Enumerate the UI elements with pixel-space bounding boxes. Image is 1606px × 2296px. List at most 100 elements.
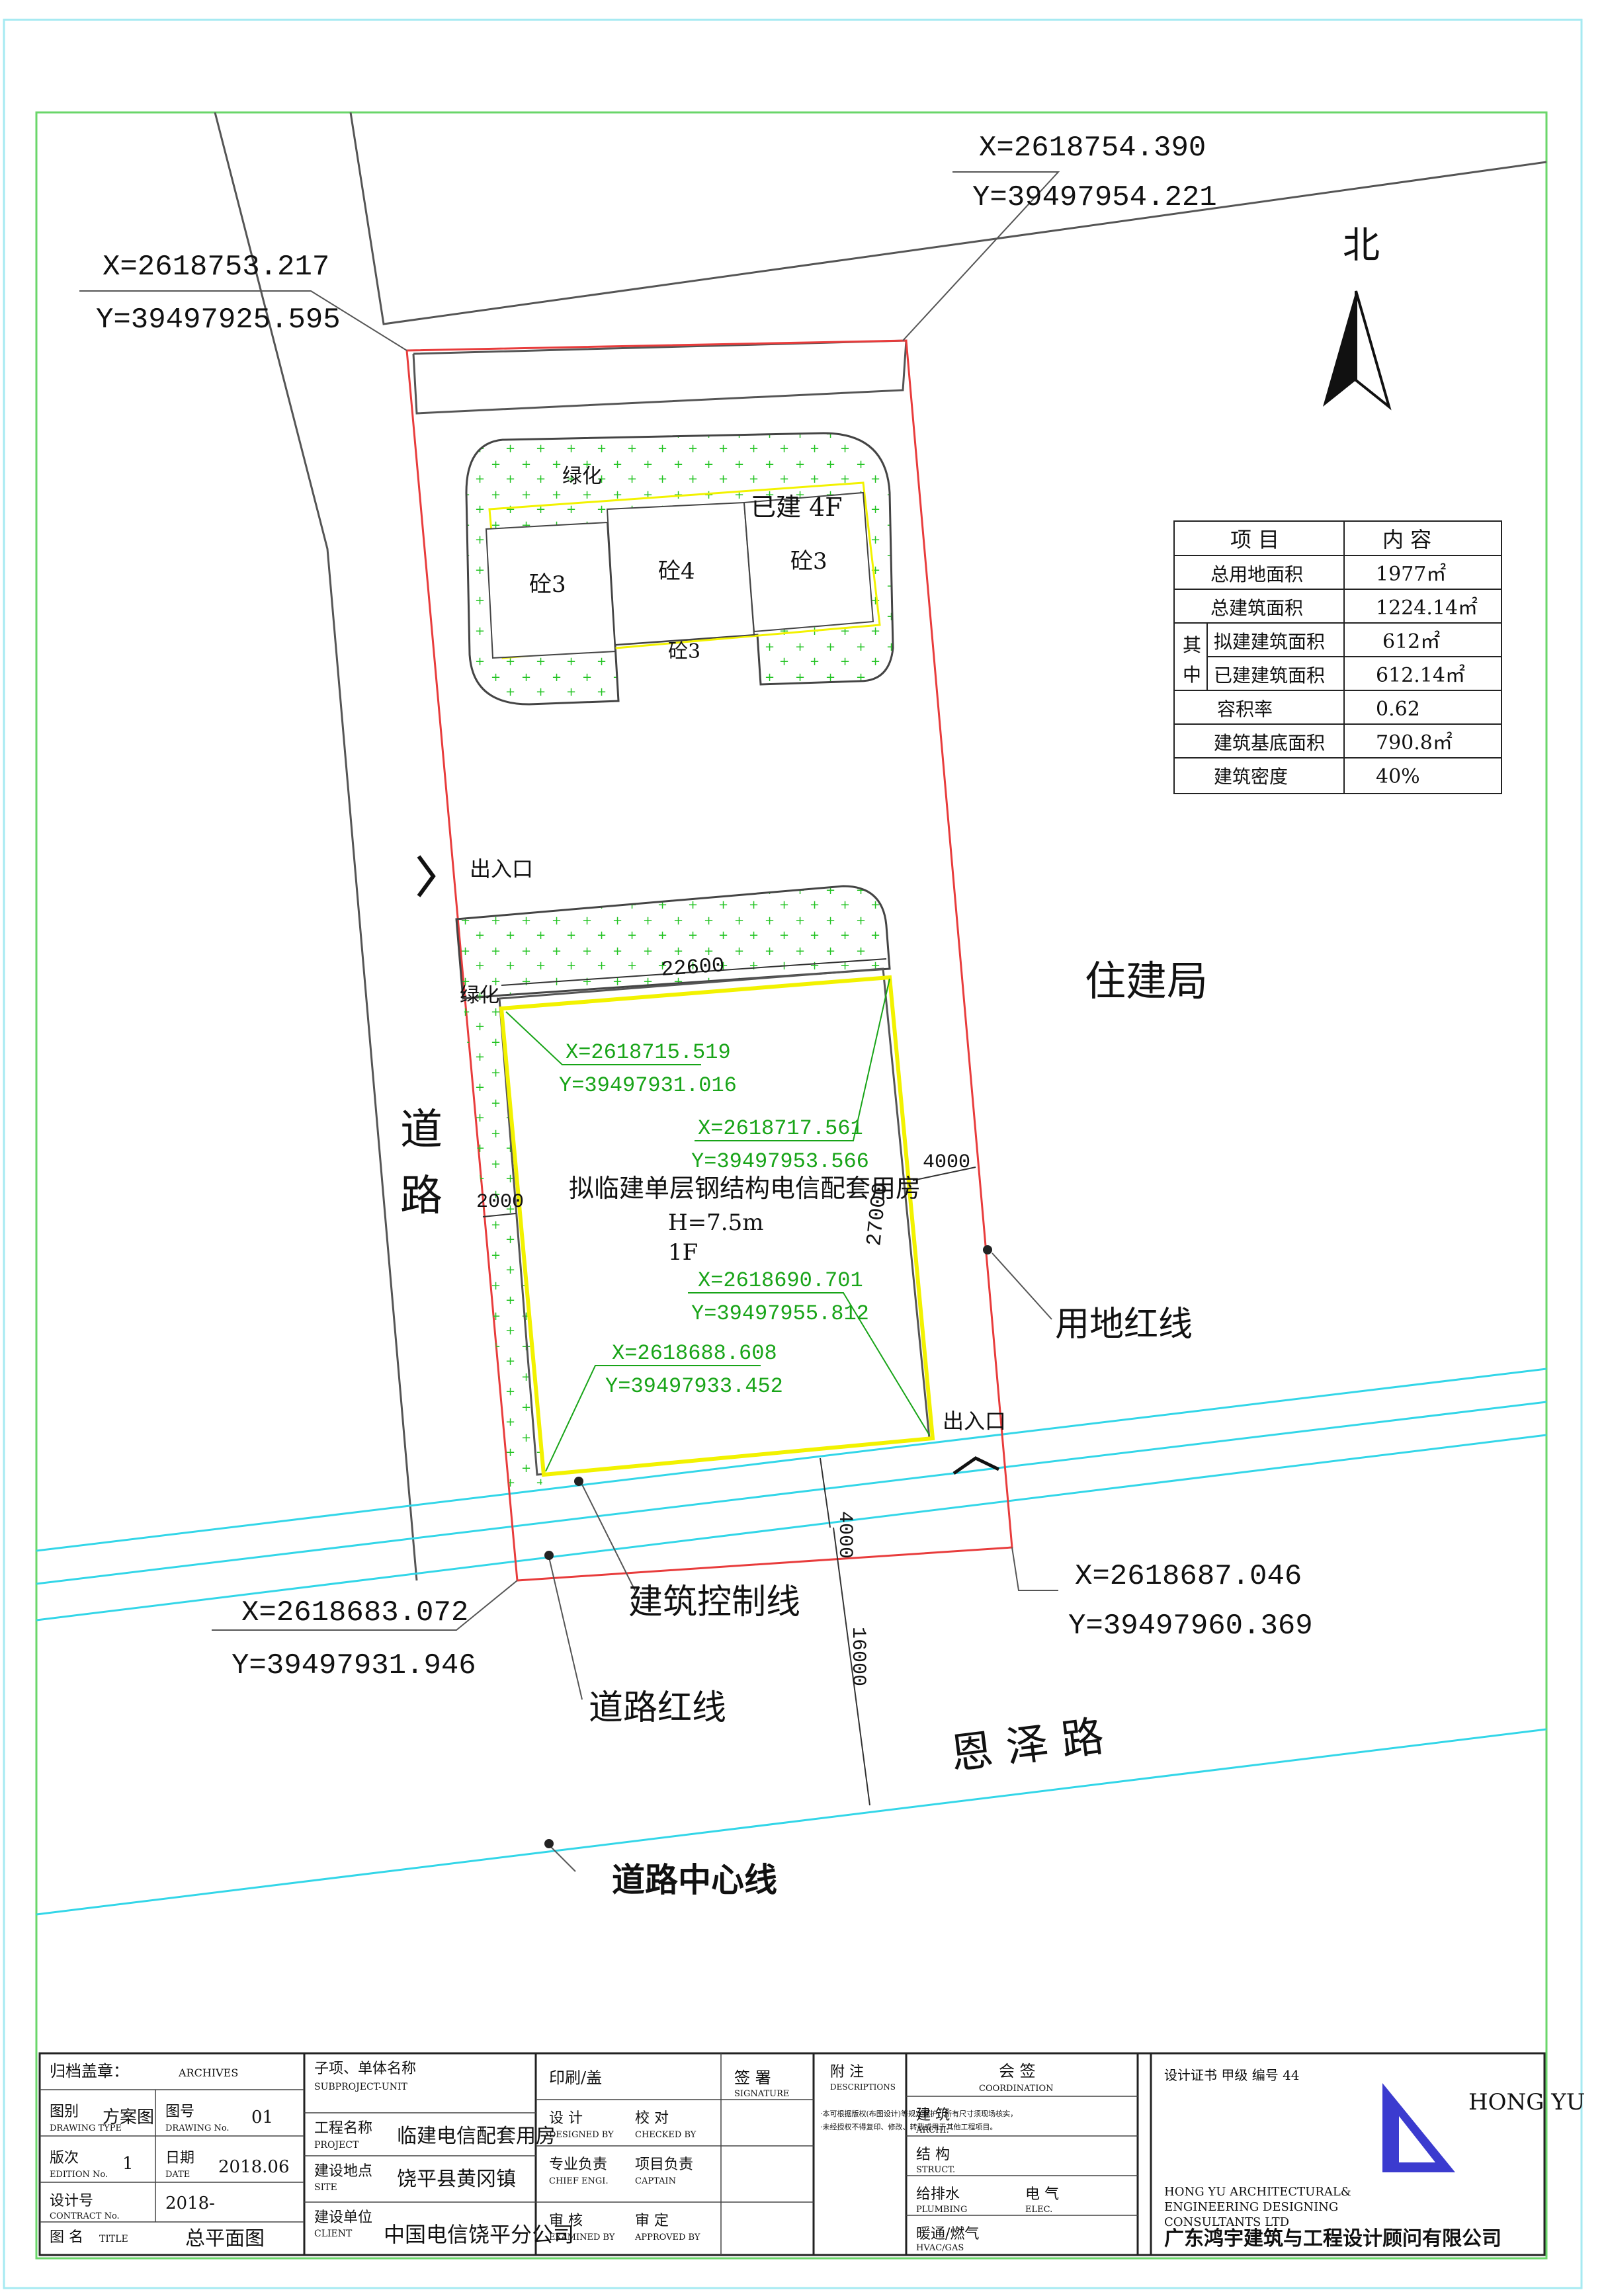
road-edge-line — [36, 1434, 1546, 1621]
coord-ne-x: X=2618754.390 — [979, 132, 1206, 165]
tb-role-5: 审 核 — [549, 2213, 583, 2229]
stats-header-item: 项 目 — [1230, 527, 1279, 552]
existing-label: 已建 4F — [751, 493, 843, 522]
existing-block-label-1: 砼3 — [529, 571, 566, 598]
tb-date: 2018.06 — [218, 2157, 290, 2177]
company-logo — [1382, 2083, 1455, 2172]
stats-value-proposed: 612㎡ — [1382, 630, 1440, 653]
existing-block-label-3: 砼3 — [790, 548, 827, 575]
dimension-lines — [482, 958, 976, 1806]
tb-discipline-1-en: ARCHI. — [915, 2125, 949, 2135]
coord-se-y: Y=39497960.369 — [1068, 1610, 1313, 1643]
north-boundary-line — [349, 112, 1546, 325]
leader-nw — [79, 290, 407, 351]
existing-block-label-4: 砼3 — [668, 640, 700, 663]
tb-date-label: 日期 — [165, 2150, 194, 2166]
dot-road-red — [544, 1551, 554, 1560]
bcoord-1-y: Y=39497931.016 — [559, 1073, 737, 1098]
leader-b1 — [505, 1011, 701, 1065]
tb-contract-en: CONTRACT No. — [50, 2211, 120, 2221]
coord-ne-y: Y=39497954.221 — [972, 181, 1217, 214]
north-arrow-icon-right — [1355, 290, 1392, 411]
tb-notes-2: ·未经授权不得复印、修改、转载或用于其他工程项目。 — [820, 2122, 997, 2131]
west-road-line — [214, 112, 418, 1581]
stats-value-total-land: 1977㎡ — [1376, 563, 1446, 586]
tb-discipline-4-en: ELEC. — [1025, 2205, 1052, 2215]
tb-signature-en: SIGNATURE — [734, 2089, 789, 2099]
marker-dots — [544, 1245, 992, 1848]
tb-company-cn: 广东鸿宇建筑与工程设计顾问有限公司 — [1164, 2227, 1501, 2250]
bcoord-4-y: Y=39497933.452 — [605, 1374, 783, 1399]
logo-triangle-inner — [1399, 2116, 1435, 2162]
dot-control-line — [574, 1477, 583, 1486]
title-block — [38, 2052, 1546, 2256]
existing-block-1 — [485, 521, 616, 659]
stats-label-far: 容积率 — [1217, 698, 1273, 720]
tb-subproject-en: SUBPROJECT-UNIT — [314, 2082, 408, 2092]
tb-client-label: 建设单位 — [314, 2209, 372, 2226]
tb-role-2-en: CHECKED BY — [635, 2130, 697, 2140]
entrance-south-label: 出入口 — [943, 1409, 1006, 1434]
road-centerline-label: 道路中心线 — [612, 1860, 777, 1899]
leader-centerline — [548, 1844, 576, 1872]
stats-value-density: 40% — [1376, 765, 1420, 788]
stats-value-total-floor: 1224.14㎡ — [1376, 596, 1478, 620]
tb-company-en-1: HONG YU ARCHITECTURAL& — [1164, 2185, 1351, 2199]
dim-top — [501, 958, 887, 986]
greening-south-label: 绿化 — [460, 984, 499, 1007]
tb-contract-label: 设计号 — [50, 2193, 93, 2209]
dim-west-label: 2000 — [476, 1191, 524, 1213]
road-control-line — [36, 1368, 1546, 1552]
tb-type: 方案图 — [103, 2108, 154, 2127]
dim-east-label: 4000 — [923, 1151, 970, 1174]
dim-east — [912, 1167, 976, 1181]
stats-value-far: 0.62 — [1376, 698, 1420, 721]
land-red-line-label: 用地红线 — [1055, 1305, 1193, 1344]
sheet-outer-border — [3, 19, 1583, 2289]
greening-north-label: 绿化 — [562, 465, 602, 488]
tb-logo-text: HONG YU — [1468, 2089, 1585, 2115]
bcoord-3-x: X=2618690.701 — [698, 1268, 863, 1293]
leader-se — [1011, 1547, 1058, 1591]
road-red-line-label: 道路红线 — [589, 1688, 726, 1728]
tb-role-3-en: CHIEF ENGI. — [549, 2176, 609, 2186]
tb-client: 中国电信饶平分公司 — [384, 2222, 574, 2247]
new-building-footprint — [499, 975, 935, 1477]
entrance-west-label: 出入口 — [470, 856, 533, 882]
tb-role-6: 审 定 — [635, 2213, 669, 2229]
stats-label-total-floor: 总建筑面积 — [1210, 597, 1303, 619]
dim-south-label: 4000 — [833, 1511, 856, 1559]
tb-type-en: DRAWING TYPE — [50, 2123, 122, 2133]
leader-red-line — [992, 1252, 1052, 1320]
tb-project-en: PROJECT — [314, 2140, 359, 2151]
road-red-line — [36, 1401, 1546, 1585]
tb-role-1-en: DESIGNED BY — [549, 2130, 614, 2140]
existing-block-3 — [743, 491, 874, 633]
bcoord-1-x: X=2618715.519 — [566, 1040, 731, 1065]
stats-table — [1173, 520, 1502, 794]
tb-role-1: 设 计 — [549, 2110, 583, 2127]
existing-block-label-2: 砼4 — [658, 558, 695, 585]
stats-label-proposed: 拟建建筑面积 — [1214, 631, 1325, 653]
leader-b2 — [695, 978, 890, 1141]
leader-b4 — [545, 1365, 761, 1472]
tb-drawing-no-en: DRAWING No. — [165, 2123, 230, 2133]
coord-nw-x: X=2618753.217 — [103, 251, 329, 284]
dot-centerline — [544, 1839, 554, 1848]
tb-role-5-en: EXAMINED BY — [549, 2233, 615, 2242]
greening-west-strip — [463, 995, 542, 1488]
tb-title: 总平面图 — [185, 2227, 265, 2250]
north-strip — [412, 339, 908, 415]
tb-discipline-3-en: PLUMBING — [916, 2205, 967, 2215]
dot-red-line — [983, 1245, 992, 1254]
leader-sw — [212, 1580, 518, 1631]
tb-site: 饶平县黄冈镇 — [397, 2168, 516, 2191]
bcoord-2-y: Y=39497953.566 — [691, 1149, 869, 1174]
tb-site-en: SITE — [314, 2182, 337, 2193]
building-control-line-label: 建筑控制线 — [628, 1582, 800, 1622]
road-centerline — [36, 1728, 1546, 1916]
tb-notes-title: 附 注 — [830, 2064, 864, 2080]
tb-role-6-en: APPROVED BY — [634, 2233, 700, 2242]
tb-notes-1: ·本可根据版权(布图设计)等规定保护，所有尺寸须现场核实， — [820, 2109, 1017, 2118]
